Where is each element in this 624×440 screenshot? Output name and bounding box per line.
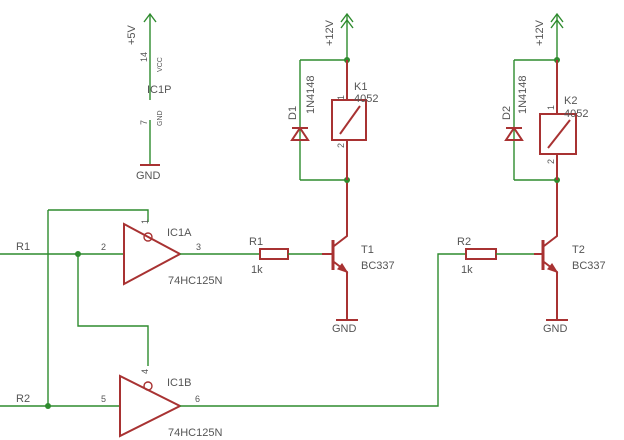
ic1p-gnd-label: GND — [157, 110, 164, 126]
k1-vcc-label: +12V — [324, 19, 336, 46]
ic1a-pin-in: 2 — [101, 242, 106, 252]
ic1b-pin-in: 5 — [101, 394, 106, 404]
ic1a-pin-out: 3 — [196, 242, 201, 252]
k2-relay-stage: +12V 1 2 K2 4052 D2 1N4148 — [501, 12, 588, 183]
r1-name: R1 — [249, 236, 263, 248]
ic1b-buffer: 5 4 6 IC1B 74HC125N — [101, 253, 466, 439]
k2-pin1: 1 — [546, 105, 556, 110]
k1-relay-stage: +12V 1 2 K1 4052 D1 1N4148 — [287, 12, 378, 183]
k1-pin1: 1 — [336, 95, 346, 100]
junction-r2 — [45, 403, 51, 409]
ic1b-pin-oe: 4 — [140, 369, 150, 374]
ic1a-name: IC1A — [167, 227, 192, 239]
k2-part: 4052 — [564, 108, 588, 120]
t2-gnd: GND — [543, 323, 568, 335]
k2-name: K2 — [564, 95, 577, 107]
d2-part: 1N4148 — [517, 75, 529, 114]
vcc5-label: +5V — [126, 24, 138, 45]
junction-r1 — [75, 251, 81, 257]
ic1p-gnd-pin: 7 — [139, 120, 149, 125]
t2-transistor: T2 BC337 GND — [534, 180, 606, 335]
t1-part: BC337 — [361, 260, 395, 272]
ic1p-power-block: +5V 14 VCC IC1P 7 GND GND — [126, 12, 171, 182]
k1-part: 4052 — [354, 93, 378, 105]
net-r2-label: R2 — [16, 393, 30, 405]
input-wiring: R1 R2 — [0, 209, 149, 409]
r2-resistor: R2 1k — [457, 236, 534, 276]
t1-name: T1 — [361, 244, 374, 256]
ic1p-gnd: GND — [136, 170, 161, 182]
k1-pin2: 2 — [336, 143, 346, 148]
ic1b-part: 74HC125N — [168, 427, 222, 439]
t1-transistor: T1 BC337 GND — [322, 180, 395, 335]
net-r1-label: R1 — [16, 241, 30, 253]
ic1b-name: IC1B — [167, 377, 191, 389]
d1-part: 1N4148 — [305, 75, 317, 114]
ic1a-buffer: 2 1 3 IC1A 74HC125N — [101, 219, 260, 287]
t2-part: BC337 — [572, 260, 606, 272]
d2-name: D2 — [501, 106, 513, 120]
k2-pin2: 2 — [546, 159, 556, 164]
ic1a-pin-oe: 1 — [140, 219, 150, 224]
r2-name: R2 — [457, 236, 471, 248]
t1-gnd: GND — [332, 323, 357, 335]
r1-value: 1k — [251, 264, 263, 276]
ic1b-pin-out: 6 — [195, 394, 200, 404]
d1-name: D1 — [287, 106, 299, 120]
k2-vcc-label: +12V — [534, 19, 546, 46]
r2-value: 1k — [461, 264, 473, 276]
ic1p-vcc-pin: 14 — [139, 52, 149, 62]
ic1p-vcc-label: VCC — [157, 57, 164, 72]
ic1a-part: 74HC125N — [168, 275, 222, 287]
r1-resistor: R1 1k — [249, 236, 322, 276]
t2-name: T2 — [572, 244, 585, 256]
ic1p-name: IC1P — [147, 84, 171, 96]
k1-name: K1 — [354, 81, 367, 93]
